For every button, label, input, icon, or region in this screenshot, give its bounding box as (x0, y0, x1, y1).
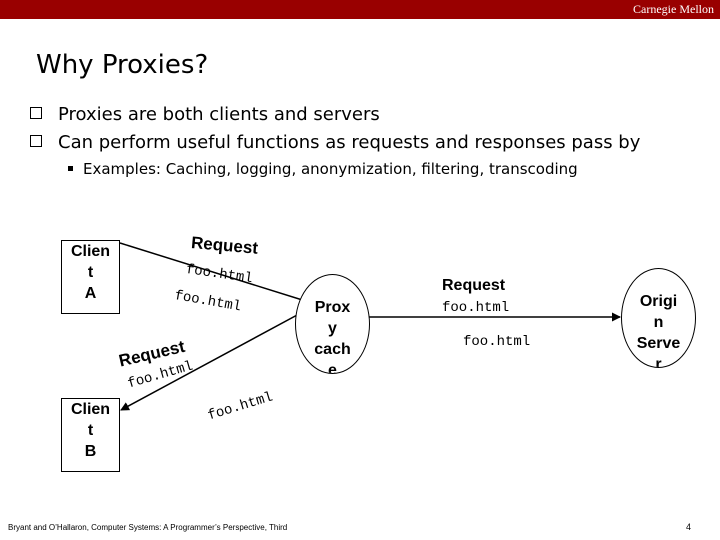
proxy-cache-node: Prox y cach e (295, 274, 370, 374)
slide-title: Why Proxies? (36, 50, 209, 80)
bullet-text: Proxies are both clients and servers (58, 104, 380, 125)
header-bar: Carnegie Mellon (0, 0, 720, 19)
square-bullet-icon (68, 166, 73, 171)
label-foo-origin-2: foo.html (463, 334, 531, 350)
label-request-origin: Request (442, 277, 506, 294)
brand-label: Carnegie Mellon (633, 2, 714, 16)
client-a-box: Clien t A (61, 240, 120, 314)
client-b-box: Clien t B (61, 398, 120, 472)
bullet-box-icon (30, 107, 42, 119)
sub-bullet-text: Examples: Caching, logging, anonymizatio… (83, 160, 578, 178)
bullet-text: Can perform useful functions as requests… (58, 132, 641, 153)
footer-citation: Bryant and O’Hallaron, Computer Systems:… (8, 523, 288, 532)
bullet-item: Can perform useful functions as requests… (30, 132, 640, 153)
bullet-box-icon (30, 135, 42, 147)
page-number: 4 (686, 522, 692, 532)
arrow-proxy-to-b (120, 306, 313, 411)
origin-server-node: Origi n Serve r (621, 268, 696, 368)
bullet-item: Proxies are both clients and servers (30, 104, 380, 125)
sub-bullet: Examples: Caching, logging, anonymizatio… (68, 160, 578, 178)
arrow-a-to-proxy (119, 242, 313, 305)
label-foo-origin-1: foo.html (442, 300, 510, 316)
